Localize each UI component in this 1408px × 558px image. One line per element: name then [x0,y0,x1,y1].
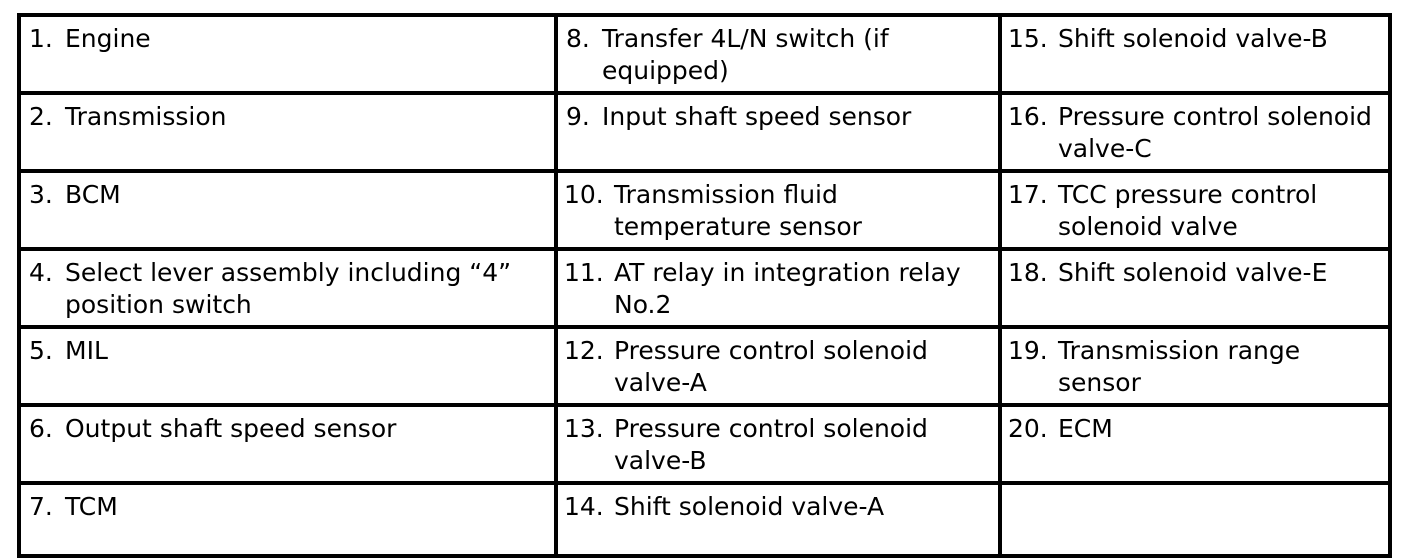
legend-entry-number: 8. [566,24,590,53]
legend-entry-label: Select lever assembly including “4” posi… [65,258,512,319]
legend-entry-number: 5. [29,336,53,365]
legend-entry-label: TCC pressure control solenoid valve [1058,180,1318,241]
legend-entry: 18. Shift solenoid valve-E [1002,251,1388,310]
page-root: 1. Engine 8. Transfer 4L/N switch (if eq… [17,13,1392,558]
legend-entry-label: Transfer 4L/N switch (if equipped) [602,24,889,85]
legend-entry-label: Shift solenoid valve-A [614,492,885,521]
legend-cell-9: 9. Input shaft speed sensor [554,91,1002,173]
legend-entry: 10. Transmission fluid temperature senso… [558,173,998,247]
legend-entry-number: 9. [566,102,590,131]
legend-entry-label: Transmission range sensor [1058,336,1301,397]
legend-entry-label: AT relay in integration relay No.2 [614,258,961,319]
table-row: 6. Output shaft speed sensor 13. Pressur… [17,403,1392,485]
table-row: 5. MIL 12. Pressure control solenoid val… [17,325,1392,407]
legend-entry: 20. ECM [1002,407,1388,466]
legend-entry [1002,485,1388,544]
legend-entry: 14. Shift solenoid valve-A [558,485,998,544]
legend-table-body: 1. Engine 8. Transfer 4L/N switch (if eq… [17,13,1392,558]
legend-entry-number: 19. [1008,336,1048,365]
legend-entry-number: 7. [29,492,53,521]
legend-cell-7: 7. TCM [17,481,558,558]
legend-entry-number: 3. [29,180,53,209]
legend-entry: 6. Output shaft speed sensor [21,407,554,466]
legend-entry-label: Output shaft speed sensor [65,414,397,443]
legend-entry-number: 11. [564,258,604,287]
legend-cell-1: 1. Engine [17,13,558,95]
legend-entry-number: 15. [1008,24,1048,53]
legend-entry: 16. Pressure control solenoid valve-C [1002,95,1388,169]
legend-cell-12: 12. Pressure control solenoid valve-A [554,325,1002,407]
legend-entry: 3. BCM [21,173,554,232]
table-row: 4. Select lever assembly including “4” p… [17,247,1392,329]
legend-entry-label: Input shaft speed sensor [602,102,912,131]
legend-entry: 9. Input shaft speed sensor [558,95,998,154]
legend-cell-10: 10. Transmission fluid temperature senso… [554,169,1002,251]
legend-entry-number: 1. [29,24,53,53]
legend-cell-17: 17. TCC pressure control solenoid valve [998,169,1392,251]
legend-cell-18: 18. Shift solenoid valve-E [998,247,1392,329]
legend-cell-4: 4. Select lever assembly including “4” p… [17,247,558,329]
legend-entry-number: 2. [29,102,53,131]
legend-cell-16: 16. Pressure control solenoid valve-C [998,91,1392,173]
legend-entry-number: 10. [564,180,604,209]
legend-cell-15: 15. Shift solenoid valve-B [998,13,1392,95]
legend-entry-number: 18. [1008,258,1048,287]
legend-entry-number: 20. [1008,414,1048,443]
table-row: 2. Transmission 9. Input shaft speed sen… [17,91,1392,173]
legend-cell-5: 5. MIL [17,325,558,407]
legend-entry-number: 4. [29,258,53,287]
legend-cell-6: 6. Output shaft speed sensor [17,403,558,485]
legend-entry: 13. Pressure control solenoid valve-B [558,407,998,481]
legend-entry-number: 6. [29,414,53,443]
legend-entry-label: Pressure control solenoid valve-C [1058,102,1372,163]
component-legend-table: 1. Engine 8. Transfer 4L/N switch (if eq… [17,13,1392,558]
legend-entry: 11. AT relay in integration relay No.2 [558,251,998,325]
legend-cell-13: 13. Pressure control solenoid valve-B [554,403,1002,485]
legend-entry-label: Shift solenoid valve-B [1058,24,1328,53]
legend-entry: 17. TCC pressure control solenoid valve [1002,173,1388,247]
legend-entry: 8. Transfer 4L/N switch (if equipped) [558,17,998,91]
legend-entry: 5. MIL [21,329,554,388]
table-row: 7. TCM 14. Shift solenoid valve-A [17,481,1392,558]
legend-entry-label: ECM [1058,414,1113,443]
legend-entry-number: 17. [1008,180,1048,209]
legend-entry-number: 13. [564,414,604,443]
legend-entry: 7. TCM [21,485,554,544]
legend-cell-2: 2. Transmission [17,91,558,173]
table-row: 3. BCM 10. Transmission fluid temperatur… [17,169,1392,251]
legend-entry: 15. Shift solenoid valve-B [1002,17,1388,76]
legend-entry-number: 14. [564,492,604,521]
legend-entry-label: Engine [65,24,151,53]
legend-entry-label: BCM [65,180,121,209]
legend-entry-label: MIL [65,336,108,365]
legend-cell-empty [998,481,1392,558]
legend-entry: 4. Select lever assembly including “4” p… [21,251,554,325]
legend-entry-label: Pressure control solenoid valve-B [614,414,928,475]
legend-cell-19: 19. Transmission range sensor [998,325,1392,407]
legend-cell-8: 8. Transfer 4L/N switch (if equipped) [554,13,1002,95]
legend-entry: 19. Transmission range sensor [1002,329,1388,403]
legend-cell-20: 20. ECM [998,403,1392,485]
legend-entry-label: Shift solenoid valve-E [1058,258,1328,287]
legend-entry-label: TCM [65,492,118,521]
legend-cell-11: 11. AT relay in integration relay No.2 [554,247,1002,329]
legend-cell-3: 3. BCM [17,169,558,251]
legend-cell-14: 14. Shift solenoid valve-A [554,481,1002,558]
legend-entry-label: Transmission fluid temperature sensor [614,180,862,241]
legend-entry: 2. Transmission [21,95,554,154]
table-row: 1. Engine 8. Transfer 4L/N switch (if eq… [17,13,1392,95]
legend-entry-label: Pressure control solenoid valve-A [614,336,928,397]
legend-entry: 1. Engine [21,17,554,76]
legend-entry-label: Transmission [65,102,227,131]
legend-entry: 12. Pressure control solenoid valve-A [558,329,998,403]
legend-entry-number: 12. [564,336,604,365]
legend-entry-number: 16. [1008,102,1048,131]
